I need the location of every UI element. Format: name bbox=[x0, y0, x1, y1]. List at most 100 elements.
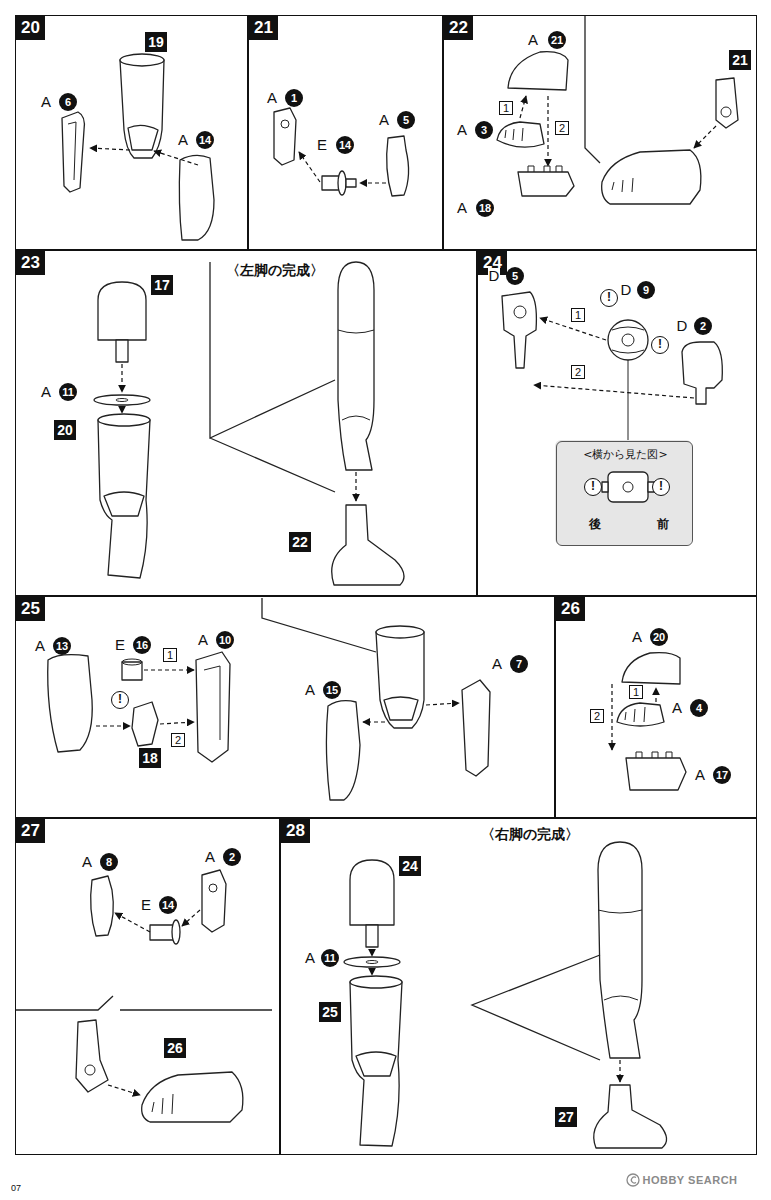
step-panel: 23 bbox=[15, 250, 477, 596]
subassembly-number: 20 bbox=[54, 420, 76, 440]
part-drawing bbox=[497, 122, 544, 147]
part-letter: A bbox=[631, 629, 643, 645]
part-number: 14 bbox=[159, 896, 177, 914]
part-drawing bbox=[508, 52, 568, 90]
order-number: 2 bbox=[571, 365, 585, 379]
part-number: 4 bbox=[690, 699, 708, 717]
part-drawing bbox=[721, 107, 731, 117]
assembly-arrow bbox=[363, 721, 385, 722]
step-number: 23 bbox=[16, 251, 45, 275]
part-drawing bbox=[120, 60, 164, 158]
detail-callout-line bbox=[585, 16, 600, 163]
part-drawing bbox=[128, 125, 158, 150]
caution-mark: ! bbox=[600, 289, 618, 307]
part-drawing bbox=[462, 680, 490, 776]
assembly-arrow bbox=[144, 669, 194, 670]
order-number: 1 bbox=[629, 685, 643, 699]
assembly-arrow bbox=[520, 96, 526, 118]
part-drawing bbox=[612, 327, 644, 353]
part-letter: D bbox=[488, 268, 501, 284]
part-drawing bbox=[623, 482, 633, 492]
part-drawing bbox=[281, 120, 289, 128]
part-letter: A bbox=[197, 632, 209, 648]
part-drawing bbox=[202, 870, 226, 932]
part-drawing bbox=[622, 653, 680, 684]
subassembly-number: 25 bbox=[319, 1002, 341, 1022]
assembly-arrow bbox=[299, 152, 386, 183]
part-letter: A bbox=[671, 700, 683, 716]
part-number: 14 bbox=[196, 131, 214, 149]
part-letter: D bbox=[676, 318, 689, 334]
part-letter: A bbox=[304, 950, 316, 966]
part-number: 20 bbox=[650, 628, 668, 646]
part-letter: A bbox=[456, 122, 468, 138]
part-letter: A bbox=[204, 849, 216, 865]
assembly-arrow bbox=[619, 1060, 620, 1082]
part-letter: A bbox=[81, 854, 93, 870]
part-drawing bbox=[122, 659, 142, 665]
part-drawing bbox=[514, 306, 526, 318]
part-drawing bbox=[518, 172, 574, 196]
part-letter: A bbox=[266, 90, 278, 106]
assembly-arrow bbox=[520, 96, 716, 166]
step-number: 22 bbox=[444, 16, 473, 40]
part-number: 17 bbox=[713, 766, 731, 784]
part-letter: E bbox=[140, 897, 152, 913]
part-drawing bbox=[322, 176, 340, 190]
assembly-arrow bbox=[160, 722, 194, 724]
part-number: 14 bbox=[336, 136, 354, 154]
part-number: 7 bbox=[510, 655, 528, 673]
assembly-arrow bbox=[121, 406, 122, 413]
part-letter: D bbox=[620, 282, 633, 298]
part-drawing bbox=[608, 472, 648, 502]
assembly-arrow bbox=[611, 684, 612, 750]
part-drawing bbox=[332, 505, 404, 585]
part-drawing bbox=[94, 262, 404, 585]
subassembly-number: 19 bbox=[145, 32, 167, 52]
step-number: 25 bbox=[16, 597, 45, 621]
side-view-inset: <横から見た図>後前 bbox=[556, 441, 693, 546]
caution-mark: ! bbox=[651, 336, 669, 354]
part-drawing bbox=[612, 178, 633, 192]
part-number: 11 bbox=[321, 949, 339, 967]
part-drawing bbox=[209, 884, 217, 892]
step-panel: 27 bbox=[15, 818, 280, 1155]
assembly-arrow bbox=[90, 148, 130, 150]
part-drawing bbox=[68, 122, 76, 180]
view-direction: 前 bbox=[657, 517, 669, 531]
part-drawing bbox=[196, 652, 230, 762]
order-number: 2 bbox=[590, 709, 604, 723]
watermark: HOBBY SEARCH bbox=[642, 1174, 737, 1187]
part-drawing bbox=[502, 292, 536, 368]
part-number: 18 bbox=[476, 199, 494, 217]
part-drawing bbox=[387, 136, 409, 196]
section-heading: 〈右脚の完成〉 bbox=[479, 825, 581, 843]
assembly-arrow bbox=[122, 364, 356, 501]
part-letter: A bbox=[456, 200, 468, 216]
assembly-arrow bbox=[182, 910, 200, 926]
detail-callout-line bbox=[16, 996, 272, 1010]
assembly-arrow bbox=[115, 913, 150, 932]
part-drawing bbox=[48, 626, 490, 800]
part-drawing bbox=[628, 360, 629, 440]
assembly-arrow bbox=[121, 364, 122, 392]
assembly-arrow bbox=[547, 96, 548, 166]
part-drawing bbox=[132, 702, 158, 746]
caution-mark: ! bbox=[652, 478, 670, 496]
part-drawing bbox=[716, 78, 738, 128]
assembly-arrow bbox=[534, 318, 694, 398]
subassembly-number: 21 bbox=[729, 50, 751, 70]
detail-callout-line bbox=[585, 16, 600, 163]
part-drawing bbox=[204, 666, 220, 740]
part-letter: A bbox=[304, 682, 316, 698]
step-panel: 25 bbox=[15, 596, 555, 818]
part-letter: A bbox=[34, 638, 46, 654]
part-drawing bbox=[555, 440, 692, 545]
part-drawing bbox=[104, 492, 144, 516]
caution-mark: ! bbox=[584, 478, 602, 496]
subassembly-number: 26 bbox=[164, 1038, 186, 1058]
part-drawing bbox=[98, 420, 150, 578]
part-drawing bbox=[625, 707, 645, 722]
part-drawing bbox=[76, 1020, 108, 1092]
part-drawing bbox=[120, 54, 164, 66]
